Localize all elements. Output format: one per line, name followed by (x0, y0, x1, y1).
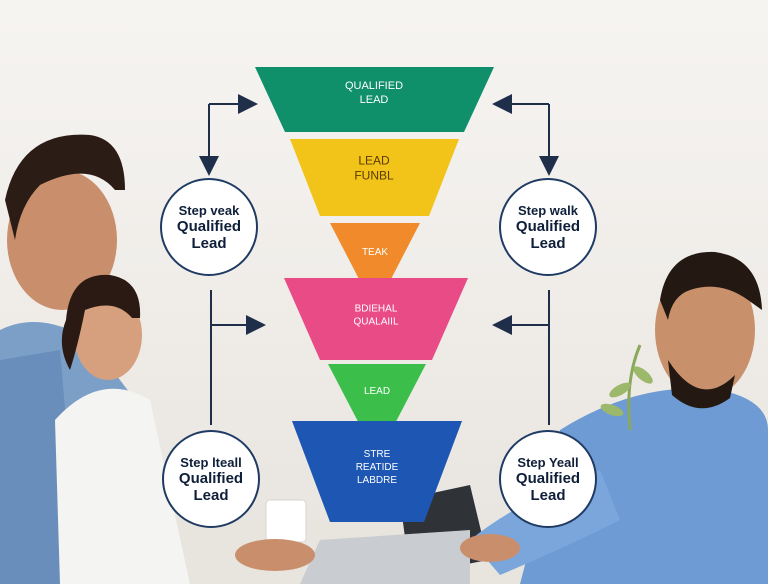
funnel-segment-4 (284, 278, 468, 360)
circle-top-right-line3: Lead (530, 234, 566, 252)
funnel-segment-6-label-line: REATIDE (356, 462, 399, 473)
circle-bottom-right-line3: Lead (530, 486, 566, 504)
funnel-segment-2-label-line: LEAD (358, 154, 390, 168)
funnel-segment-4-label: BDIEHAL QUALAIIL (353, 304, 398, 328)
funnel-segment-2-label-line: FUNBL (354, 169, 394, 183)
circle-top-left: Step veak Qualified Lead (160, 178, 258, 276)
funnel-segment-5 (328, 364, 426, 458)
funnel-segment-4-label-line: QUALAIIL (353, 317, 398, 328)
funnel-segment-3 (330, 223, 420, 310)
circle-top-right-line1: Step walk (518, 202, 578, 218)
circle-bottom-left: Step lteall Qualified Lead (162, 430, 260, 528)
funnel-segment-6-label: STRE REATIDE LABDRE (356, 449, 399, 486)
funnel-segment-5-label-line: LEAD (364, 386, 390, 397)
circle-top-left-line3: Lead (191, 234, 227, 252)
funnel-segment-1-label-line: LEAD (360, 94, 389, 106)
circle-bottom-left-line2: Qualified (178, 469, 244, 487)
funnel-segment-6 (292, 421, 462, 522)
circle-bottom-right-line1: Step Yeall (517, 454, 579, 470)
funnel-segment-2 (290, 139, 459, 216)
circle-top-right-line2: Qualified (515, 217, 581, 235)
funnel-segment-6-label-line: LABDRE (357, 475, 397, 486)
circle-bottom-left-line3: Lead (193, 486, 229, 504)
circle-top-left-line1: Step veak (178, 202, 240, 218)
funnel-segment-3-label: TEAK (362, 247, 388, 258)
circle-top-right: Step walk Qualified Lead (499, 178, 597, 276)
funnel-segment-4-label-line: BDIEHAL (355, 304, 398, 315)
funnel-segment-6-label-line: STRE (364, 449, 391, 460)
circle-bottom-left-line1: Step lteall (180, 454, 242, 470)
circle-bottom-right-line2: Qualified (515, 469, 581, 487)
funnel-segment-1 (255, 67, 494, 132)
funnel-segment-3-label-line: TEAK (362, 247, 388, 258)
funnel-segment-1-label: QUALIFIED LEAD (345, 80, 403, 106)
circle-bottom-right: Step Yeall Qualified Lead (499, 430, 597, 528)
funnel-segment-1-label-line: QUALIFIED (345, 80, 403, 92)
circle-top-left-line2: Qualified (176, 217, 242, 235)
funnel-segment-5-label: LEAD (364, 386, 390, 397)
